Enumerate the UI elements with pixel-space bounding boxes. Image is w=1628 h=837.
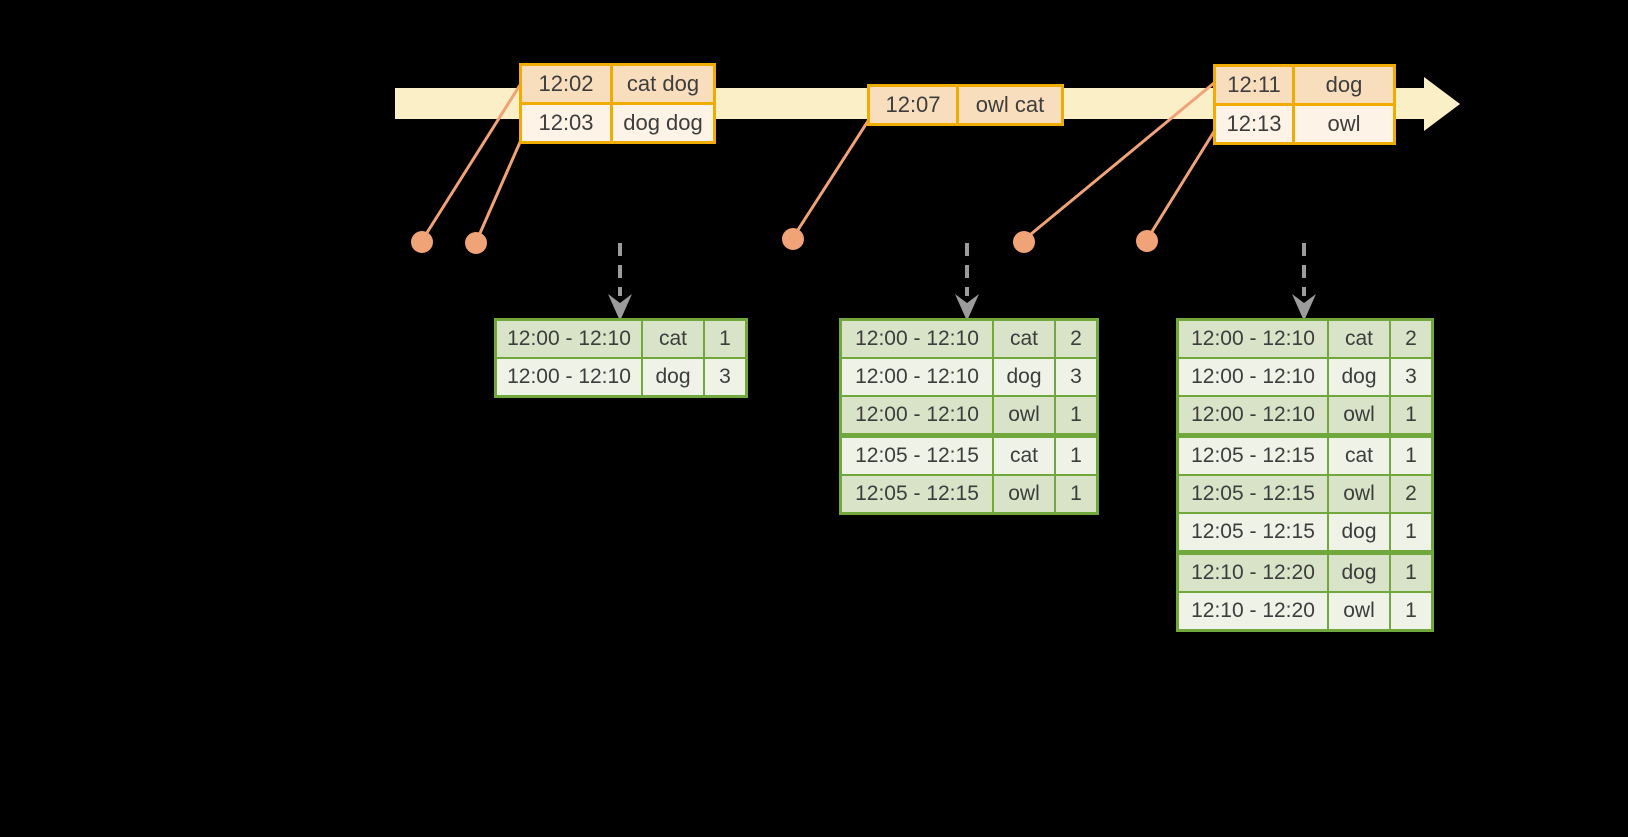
timeline-arrowhead-icon [1424,77,1460,131]
table-cell: 1 [1405,599,1417,622]
event-marker-dot [1013,231,1035,253]
table-cell: 12:02 [522,66,613,102]
table-cell: owl [994,476,1056,512]
event-marker-dot [782,228,804,250]
event-connector-line [475,139,523,241]
table-cell: 1 [1070,444,1082,467]
table-cell: 12:10 - 12:20 [1179,555,1329,591]
table-cell: 2 [1070,327,1082,350]
table-cell: 12:11 [1216,67,1295,103]
table-cell: dog dog [623,110,703,135]
table-cell: 12:00 - 12:10 [842,359,994,395]
table-cell: 12:00 - 12:10 [1179,359,1329,395]
table-cell: dog [1329,514,1391,550]
trigger-arrow-head-icon [955,294,979,321]
event-table-1: 12:02 cat dog 12:03 dog dog [519,63,716,144]
event-table-3: 12:11 dog 12:13 owl [1213,64,1396,145]
table-cell: 2 [1405,482,1417,505]
table-cell: dog [1325,72,1363,97]
table-cell: 12:05 - 12:15 [842,476,994,512]
table-cell: 1 [1405,561,1417,584]
event-connector-line [1146,129,1217,239]
table-cell: 12:10 - 12:20 [1179,593,1329,629]
table-cell: 1 [1070,403,1082,426]
event-marker-dot [1136,230,1158,252]
table-cell: 1 [719,327,731,350]
table-cell: 12:00 - 12:10 [842,321,994,357]
table-cell: dog [1329,359,1391,395]
table-cell: 1 [1405,444,1417,467]
table-cell: 12:05 - 12:15 [1179,514,1329,550]
table-cell: 12:13 [1216,106,1295,142]
table-cell: 3 [719,365,731,388]
table-cell: 12:00 - 12:10 [497,359,643,395]
table-cell: owl [1329,397,1391,433]
table-cell: 1 [1405,520,1417,543]
table-cell: cat dog [626,71,700,96]
table-cell: 12:05 - 12:15 [1179,476,1329,512]
table-cell: 3 [1070,365,1082,388]
table-cell: 12:07 [870,87,959,123]
table-cell: owl [1329,476,1391,512]
table-cell: owl [1329,593,1391,629]
event-marker-dot [465,232,487,254]
table-cell: 1 [1070,482,1082,505]
table-cell: cat [1329,438,1391,474]
table-cell: cat [1329,321,1391,357]
table-row: 12:11 dog [1216,67,1393,103]
table-cell: 12:05 - 12:15 [842,438,994,474]
table-cell: owl [1327,111,1361,136]
trigger-arrow-head-icon [1292,294,1316,321]
table-cell: owl [994,397,1056,433]
table-row: 12:03 dog dog [522,102,713,141]
table-cell: 2 [1405,327,1417,350]
event-table-2: 12:07 owl cat [867,84,1064,126]
table-cell: 12:00 - 12:10 [1179,321,1329,357]
table-cell: 12:00 - 12:10 [497,321,643,357]
table-cell: cat [994,438,1056,474]
table-cell: 3 [1405,365,1417,388]
table-row: 12:07 owl cat [870,87,1061,123]
table-cell: 12:00 - 12:10 [1179,397,1329,433]
table-cell: 12:05 - 12:15 [1179,438,1329,474]
table-cell: 1 [1405,403,1417,426]
table-cell: 12:00 - 12:10 [842,397,994,433]
table-cell: dog [1329,555,1391,591]
table-cell: cat [994,321,1056,357]
table-cell: dog [643,359,705,395]
table-cell: 12:03 [522,105,613,141]
trigger-arrow-head-icon [608,294,632,321]
table-row: 12:13 owl [1216,103,1393,142]
event-marker-dot [411,231,433,253]
table-row: 12:02 cat dog [522,66,713,102]
event-connector-line [792,120,870,237]
table-cell: dog [994,359,1056,395]
table-cell: owl cat [975,92,1045,117]
table-cell: cat [643,321,705,357]
